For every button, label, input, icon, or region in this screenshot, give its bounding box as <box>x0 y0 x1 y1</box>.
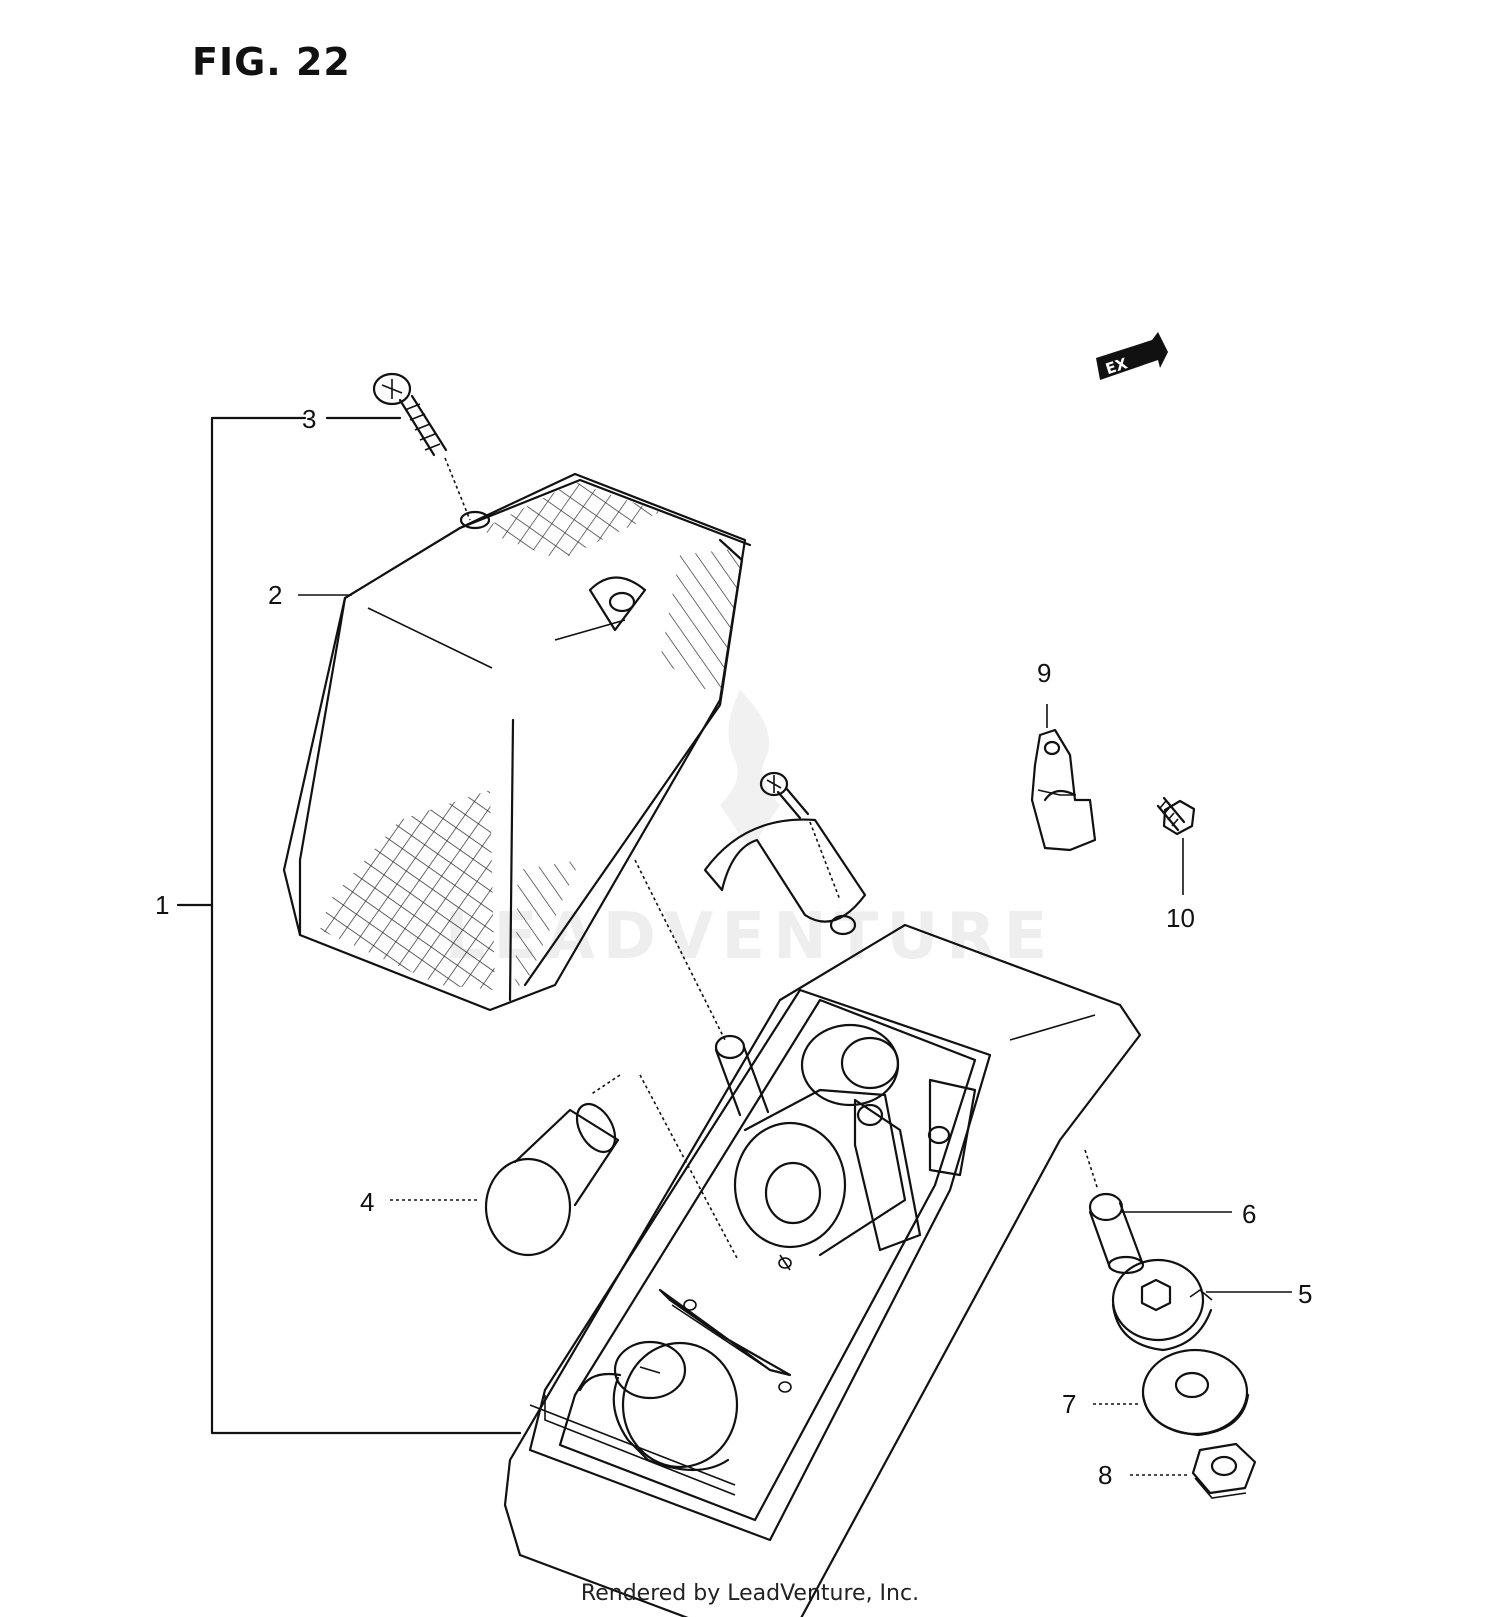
callout-1: 1 <box>155 890 169 920</box>
callout-4: 4 <box>360 1187 374 1217</box>
part-10-screw <box>1156 796 1196 895</box>
callout-6: 6 <box>1242 1199 1256 1229</box>
base-screw <box>759 771 841 901</box>
watermark-logo-icon <box>720 690 780 850</box>
part-2-lens <box>282 472 752 1012</box>
callout-8: 8 <box>1098 1460 1112 1490</box>
part-9-terminal <box>1030 704 1097 852</box>
callout-3: 3 <box>302 404 316 434</box>
ex-badge-text: EX <box>1103 354 1130 378</box>
callout-7: 7 <box>1062 1389 1076 1419</box>
assembly-bracket <box>176 416 522 1435</box>
callout-2: 2 <box>268 580 282 610</box>
part-1-housing <box>503 859 1142 1617</box>
callout-9: 9 <box>1037 658 1051 688</box>
clamp-piece <box>703 818 867 936</box>
part-3-screw <box>372 372 471 521</box>
part-6-spacer <box>1084 1149 1145 1275</box>
figure-title: FIG. 22 <box>192 40 351 84</box>
part-7-washer <box>1141 1348 1250 1437</box>
ex-badge: EX <box>1096 332 1168 380</box>
part-4-bulb <box>390 1103 620 1257</box>
callout-10: 10 <box>1166 903 1195 933</box>
callout-5: 5 <box>1298 1279 1312 1309</box>
callout-labels: 1 2 3 4 5 6 7 8 9 10 <box>155 404 1312 1490</box>
part-8-nut <box>1191 1442 1257 1499</box>
leader-lines <box>298 416 1292 1476</box>
footer-credit: Rendered by LeadVenture, Inc. <box>580 1581 920 1606</box>
part-5-damper <box>1111 1258 1213 1352</box>
